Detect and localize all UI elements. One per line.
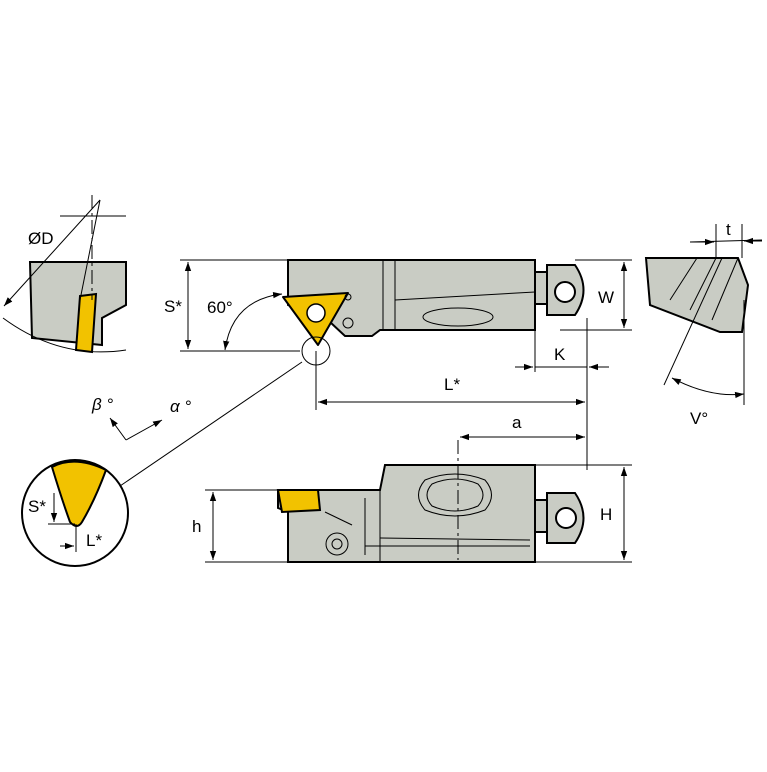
left-section-view: ØD xyxy=(2,195,127,354)
detail-view: S* L* xyxy=(21,459,129,567)
beta-arrow xyxy=(109,417,127,441)
side-clamp-screw xyxy=(555,507,577,529)
bottom-side-view: h H xyxy=(192,440,632,563)
end-view-hatch-2 xyxy=(689,257,717,311)
end-view-hatch-3 xyxy=(711,257,739,321)
diameter-label: ØD xyxy=(28,229,54,248)
detail-insert-tip xyxy=(50,460,108,527)
side-oval-slot-inner xyxy=(426,478,484,512)
l-star-label: L* xyxy=(444,375,460,394)
pin-hole xyxy=(342,317,354,329)
v-angle-arc xyxy=(671,377,745,399)
beta-label: β ° xyxy=(91,395,113,414)
alpha-label: α ° xyxy=(170,397,191,416)
h-label: h xyxy=(192,517,201,536)
section-insert xyxy=(74,292,98,354)
angle-60-label: 60° xyxy=(207,298,233,317)
side-insert xyxy=(276,489,322,514)
side-screw-inner xyxy=(331,538,343,550)
big-h-label: H xyxy=(600,505,612,524)
diameter-leader xyxy=(3,199,101,307)
end-view-hatch-1 xyxy=(669,257,698,301)
plan-chamfer-line xyxy=(394,291,536,301)
a-label: a xyxy=(512,413,522,432)
side-oval-slot xyxy=(418,473,492,517)
right-end-view: t V° xyxy=(644,220,763,428)
bore-arc xyxy=(2,317,127,353)
v-angle-label: V° xyxy=(690,409,708,428)
plan-clamp-neck xyxy=(534,271,548,305)
top-plan-view: 60° S* W K L* a xyxy=(119,259,632,487)
side-body xyxy=(277,464,536,563)
plan-oval-slot xyxy=(422,307,494,327)
diameter-guide xyxy=(79,199,101,301)
side-inner-line-3 xyxy=(379,537,531,541)
detail-s-label: S* xyxy=(28,497,46,516)
v-angle-line xyxy=(663,257,723,386)
detail-leader-line xyxy=(119,361,303,487)
plan-clamp-screw xyxy=(554,281,576,303)
section-body xyxy=(28,261,127,347)
side-screw-line xyxy=(324,511,353,526)
t-label: t xyxy=(726,220,731,239)
s-star-label: S* xyxy=(164,297,182,316)
alpha-arrow xyxy=(125,419,163,441)
w-label: W xyxy=(598,288,614,307)
plan-small-hole xyxy=(344,293,352,301)
side-clamp-neck xyxy=(534,499,548,533)
angle-60-arc xyxy=(223,291,283,351)
torx-screw-icon xyxy=(306,303,326,323)
side-screw-outer xyxy=(325,532,349,556)
k-label: K xyxy=(554,345,566,364)
detail-l-label: L* xyxy=(86,531,102,550)
angle-direction-symbol: β ° α ° xyxy=(91,395,191,441)
